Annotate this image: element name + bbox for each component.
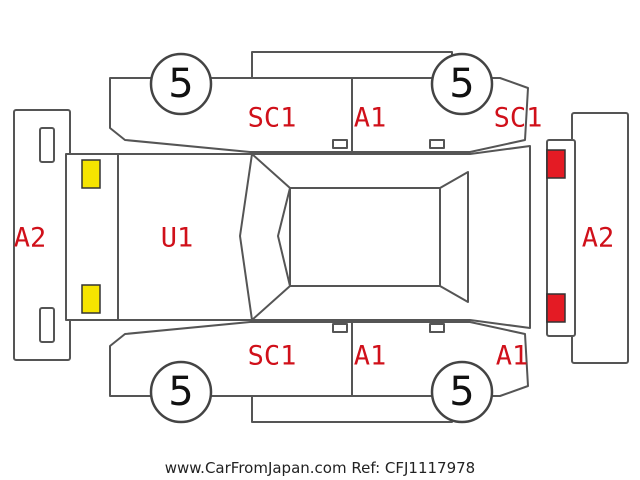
code-front-fender-left: SC1 [494, 103, 543, 134]
code-front-bumper: A2 [582, 223, 615, 254]
left-side-outline [109, 51, 529, 153]
front-light-marker-top [546, 149, 566, 179]
tire-rear-right: 5 [149, 360, 213, 424]
tire-rear-right-label: 5 [168, 369, 193, 415]
code-rear-quarter-right: SC1 [248, 341, 297, 372]
rear-light-marker-top [81, 159, 101, 189]
rear-light-marker-bottom [81, 284, 101, 314]
code-rear-door-left: A1 [354, 103, 387, 134]
code-rear-door-right: A1 [354, 341, 387, 372]
tire-rear-left-label: 5 [168, 61, 193, 107]
tire-front-left-label: 5 [449, 61, 474, 107]
front-bumper-panel [546, 112, 629, 364]
front-light-marker-bottom [546, 293, 566, 323]
code-rear-bumper: A2 [14, 223, 47, 254]
code-rear-quarter-left: SC1 [248, 103, 297, 134]
code-trunk-lid: U1 [161, 223, 194, 254]
tire-front-left: 5 [430, 52, 494, 116]
tire-front-right: 5 [430, 360, 494, 424]
car-top-view [65, 145, 531, 329]
tire-front-right-label: 5 [449, 369, 474, 415]
reference-footer: www.CarFromJapan.com Ref: CFJ1117978 [165, 459, 475, 477]
tire-rear-left: 5 [149, 52, 213, 116]
right-side-outline [109, 321, 529, 423]
code-front-fender-right: A1 [496, 341, 529, 372]
